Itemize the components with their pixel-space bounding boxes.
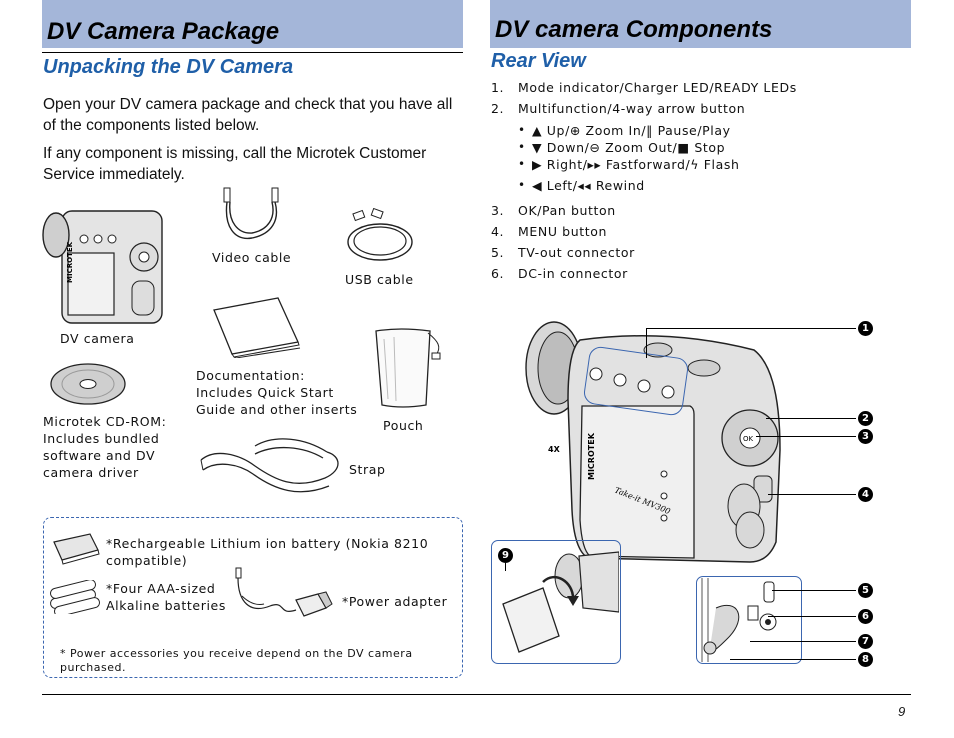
battery-icon bbox=[53, 533, 100, 565]
left-title-bar: DV Camera Package bbox=[42, 0, 463, 48]
page-title-left: DV Camera Package bbox=[47, 18, 280, 45]
leader-line-8 bbox=[730, 659, 856, 660]
leader-line-7 bbox=[750, 641, 856, 642]
dv-camera-illustration: MICROTEK bbox=[42, 210, 163, 324]
rear-view-camera: OK 4X MICROTEK Take-it MV300 bbox=[525, 321, 781, 563]
callout-9: 9 bbox=[498, 548, 513, 563]
leader-line-6 bbox=[768, 616, 856, 617]
callout-7: 7 bbox=[858, 634, 873, 649]
list-item: •▲ Up/⊕ Zoom In/‖ Pause/Play bbox=[518, 123, 731, 138]
leader-line-2 bbox=[766, 418, 856, 419]
aaa-batteries-icon bbox=[50, 580, 100, 614]
power-adapter-label: *Power adapter bbox=[342, 594, 448, 609]
leader-line-9 bbox=[505, 563, 506, 571]
list-item: 4.MENU button bbox=[491, 224, 607, 239]
leader-line-1-vertical bbox=[646, 328, 647, 358]
list-item: 5.TV-out connector bbox=[491, 245, 635, 260]
camera-brand-text: MICROTEK bbox=[587, 432, 596, 480]
strap-icon bbox=[200, 438, 339, 493]
pouch-label: Pouch bbox=[383, 418, 424, 433]
callout-4: 4 bbox=[858, 487, 873, 502]
list-item: 2. Multifunction/4-way arrow button bbox=[491, 101, 746, 116]
svg-text:OK: OK bbox=[743, 435, 754, 443]
power-adapter-icon bbox=[235, 567, 333, 617]
callout-5: 5 bbox=[858, 583, 873, 598]
callout-3: 3 bbox=[858, 429, 873, 444]
usb-cable-label: USB cable bbox=[345, 272, 414, 287]
list-item: 6.DC-in connector bbox=[491, 266, 628, 281]
connector-frame bbox=[696, 576, 802, 664]
video-cable-icon bbox=[223, 187, 279, 239]
list-item: •▼ Down/⊖ Zoom Out/■ Stop bbox=[518, 140, 726, 155]
page-title-right: DV camera Components bbox=[495, 16, 773, 43]
leader-line-4 bbox=[768, 494, 856, 495]
usb-cable-icon bbox=[347, 208, 413, 261]
list-item: 3.OK/Pan button bbox=[491, 203, 616, 218]
connector-illustration bbox=[701, 578, 777, 662]
left-title-rule bbox=[42, 52, 463, 53]
aaa-label: *Four AAA-sized Alkaline batteries bbox=[106, 581, 226, 613]
svg-text:MICROTEK: MICROTEK bbox=[66, 241, 74, 283]
video-cable-label: Video cable bbox=[212, 250, 292, 265]
rear-view-subtitle: Rear View bbox=[491, 50, 586, 72]
footer-rule bbox=[42, 694, 911, 695]
power-footnote: * Power accessories you receive depend o… bbox=[60, 647, 413, 674]
camera-badge-text: 4X bbox=[548, 445, 561, 454]
components-list-bottom: 3.OK/Pan button 4.MENU button 5.TV-out c… bbox=[491, 203, 635, 287]
list-item: •◀ Left/◂◂ Rewind bbox=[518, 178, 645, 193]
power-accessories-box bbox=[43, 517, 463, 678]
list-item: 1. Mode indicator/Charger LED/READY LEDs bbox=[491, 80, 797, 95]
leader-line-1-horizontal bbox=[646, 328, 856, 329]
intro-paragraph: Open your DV camera package and check th… bbox=[43, 96, 453, 134]
arrow-button-functions: •▲ Up/⊕ Zoom In/‖ Pause/Play •▼ Down/⊖ Z… bbox=[518, 122, 739, 194]
documentation-label: Documentation: Includes Quick Start Guid… bbox=[196, 368, 358, 417]
flip-screen-illustration bbox=[502, 551, 619, 653]
components-list-top: 1. Mode indicator/Charger LED/READY LEDs… bbox=[491, 80, 797, 122]
missing-paragraph: If any component is missing, call the Mi… bbox=[43, 145, 427, 183]
right-title-bar: DV camera Components bbox=[490, 0, 911, 48]
leader-line-3 bbox=[756, 436, 856, 437]
callout-6: 6 bbox=[858, 609, 873, 624]
dv-camera-label: DV camera bbox=[60, 331, 135, 346]
callout-2: 2 bbox=[858, 411, 873, 426]
list-item: •▶ Right/▸▸ Fastforward/ϟ Flash bbox=[518, 157, 740, 172]
flip-screen-frame bbox=[491, 540, 621, 664]
pouch-icon bbox=[375, 328, 441, 408]
strap-label: Strap bbox=[349, 462, 386, 477]
page-number: 9 bbox=[898, 704, 906, 719]
left-subtitle: Unpacking the DV Camera bbox=[43, 56, 294, 78]
leader-line-5 bbox=[772, 590, 856, 591]
cdrom-label: Microtek CD-ROM: Includes bundled softwa… bbox=[43, 414, 167, 480]
battery-label: *Rechargeable Lithium ion battery (Nokia… bbox=[106, 536, 429, 568]
cdrom-icon bbox=[50, 363, 126, 405]
callout-8: 8 bbox=[858, 652, 873, 667]
callout-1: 1 bbox=[858, 321, 873, 336]
documentation-icon bbox=[213, 297, 301, 358]
